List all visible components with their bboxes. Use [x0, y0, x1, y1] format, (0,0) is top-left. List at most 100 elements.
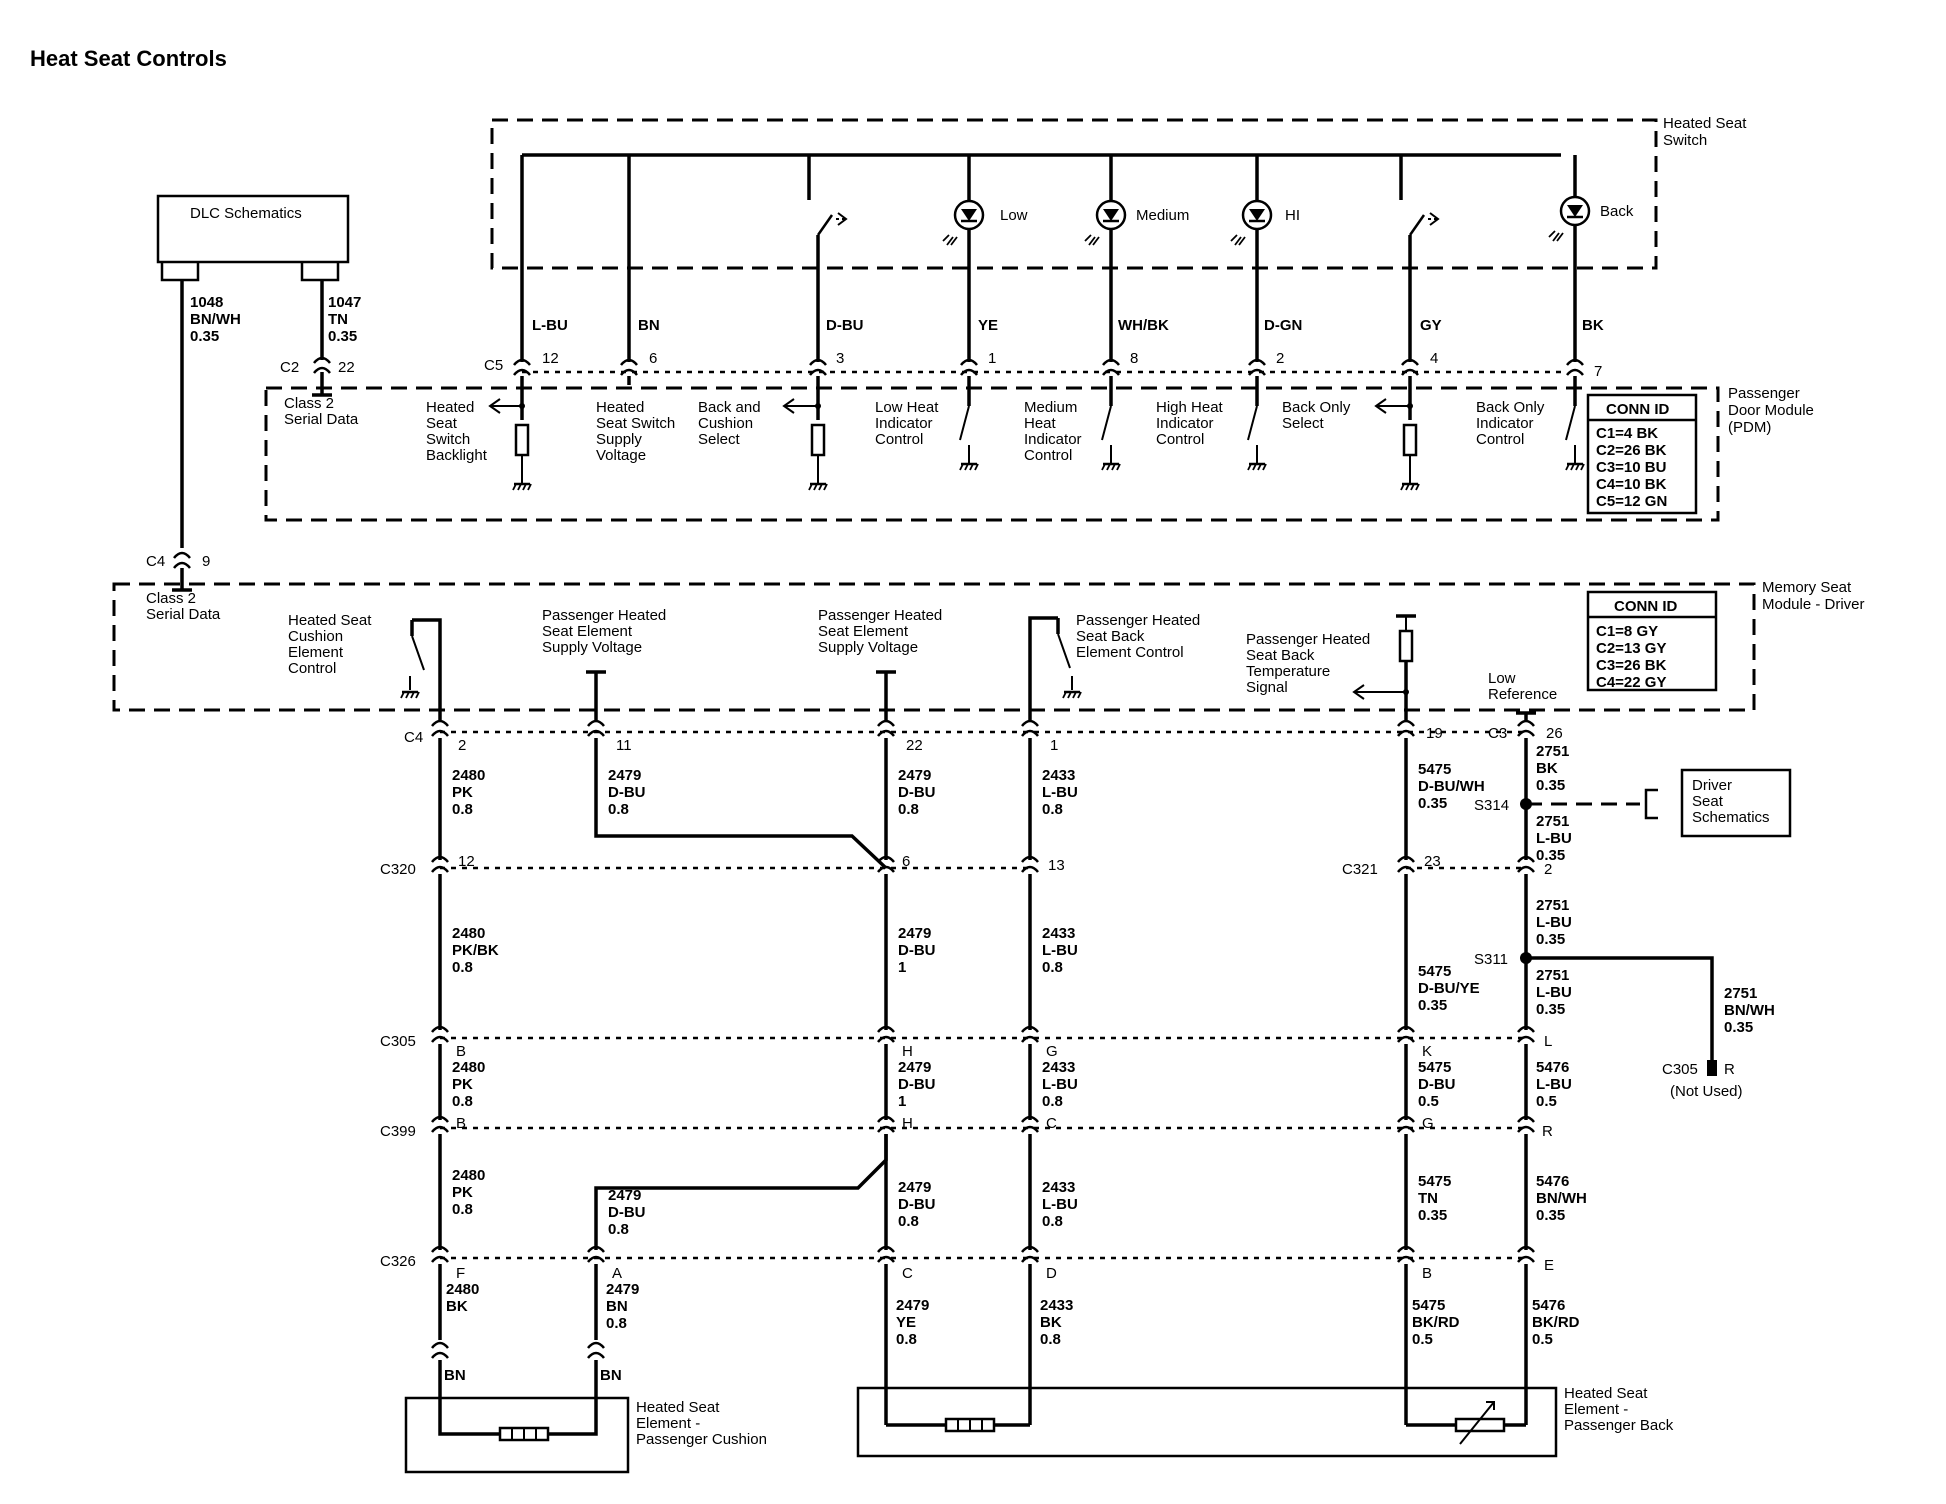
msm-title: Memory Seat Module - Driver — [1762, 579, 1865, 613]
wire-label-2480-pk-b: 2480 PK 0.8 — [452, 1059, 490, 1110]
c399-pin-h: H — [902, 1115, 913, 1132]
wire-color-wh-bk: WH/BK — [1118, 317, 1169, 334]
switch-box-title: Heated Seat Switch — [1663, 115, 1751, 149]
pin-2: 2 — [1276, 350, 1284, 367]
wire-label-2433-bk: 2433 BK 0.8 — [1040, 1297, 1078, 1348]
wire-label-2480-bk: 2480 BK — [446, 1281, 484, 1315]
c320-connector: C320 — [380, 861, 416, 878]
c326-pin-b: B — [1422, 1265, 1432, 1282]
c4-connector: C4 — [404, 729, 423, 746]
label-back-element-control: Passenger Heated Seat Back Element Contr… — [1076, 612, 1204, 661]
pdm-conn-id-list: C1=4 BK C2=26 BK C3=10 BU C4=10 BK C5=12… — [1596, 425, 1671, 510]
wire-label-2433-lbu-b: 2433 L-BU 0.8 — [1042, 925, 1082, 976]
pin-7: 7 — [1594, 363, 1602, 380]
c326-pin-e: E — [1544, 1257, 1554, 1274]
wire-color-bk: BK — [1582, 317, 1604, 334]
c320-pin-12: 12 — [458, 853, 475, 870]
wire-label-2480-pkbk: 2480 PK/BK 0.8 — [452, 925, 503, 976]
msm-conn-id-title: CONN ID — [1614, 598, 1678, 615]
c4-pin-19: 19 — [1426, 725, 1443, 742]
heated-seat-switch-box — [490, 118, 1658, 270]
back-element-box — [856, 1386, 1558, 1458]
c326-pin-f: F — [456, 1265, 465, 1282]
wire-label-5476-lbu: 5476 L-BU 0.5 — [1536, 1059, 1576, 1110]
pin-1: 1 — [988, 350, 996, 367]
driver-seat-schematics-label: Driver Seat Schematics — [1692, 777, 1770, 826]
c321-connector: C321 — [1342, 861, 1378, 878]
wire-color-d-gn: D-GN — [1264, 317, 1302, 334]
c4-pin-11: 11 — [616, 737, 632, 754]
c305-pin-h: H — [902, 1043, 913, 1060]
pdm-conn-id-box — [1586, 393, 1698, 515]
c305-pin-k: K — [1422, 1043, 1432, 1060]
c321-pin-2: 2 — [1544, 861, 1552, 878]
wire-label-2479-dbu-b: 2479 D-BU 0.8 — [898, 767, 940, 818]
label-low-reference: Low Reference — [1488, 670, 1557, 703]
c399-connector: C399 — [380, 1123, 416, 1140]
wire-label-2479-dbu-e: 2479 D-BU 0.8 — [608, 1187, 650, 1238]
label-supply-voltage-2: Passenger Heated Seat Element Supply Vol… — [818, 607, 946, 656]
wire-label-2479-ye: 2479 YE 0.8 — [896, 1297, 934, 1348]
pdm-box — [264, 386, 1720, 522]
c2-pin: 22 — [338, 359, 355, 376]
msm-conn-id-list: C1=8 GY C2=13 GY C3=26 BK C4=22 GY — [1596, 623, 1671, 691]
led-back-icon — [1547, 195, 1591, 243]
wire-color-ye: YE — [978, 317, 998, 334]
wire-label-2479-dbu-c: 2479 D-BU 1 — [898, 925, 940, 976]
c305-pin-b: B — [456, 1043, 466, 1060]
wire-label-1048: 1048 BN/WH 0.35 — [190, 294, 245, 345]
pdm-conn-id-title: CONN ID — [1606, 401, 1670, 418]
pdm-class2-label: Class 2 Serial Data — [284, 395, 359, 428]
label-back-cushion-select: Back and Cushion Select — [698, 399, 765, 448]
pin-6: 6 — [649, 350, 657, 367]
c4-top-connector: C4 — [146, 553, 165, 570]
wire-label-5475-dbuye: 5475 D-BU/YE 0.35 — [1418, 963, 1484, 1014]
c4-pin-1: 1 — [1050, 737, 1058, 754]
dlc-title: DLC Schematics — [190, 205, 302, 222]
c5-connector: C5 — [484, 357, 503, 374]
splice-s314: S314 — [1474, 797, 1509, 814]
c3-connector: C3 — [1488, 725, 1507, 742]
c399-pin-c: C — [1046, 1115, 1057, 1132]
pin-3: 3 — [836, 350, 844, 367]
wire-label-2751-lbu-c321: 2751 L-BU 0.35 — [1536, 897, 1576, 948]
c399-pin-b: B — [456, 1115, 466, 1132]
c305-pin-l: L — [1544, 1033, 1552, 1050]
pin-8: 8 — [1130, 350, 1138, 367]
c305-notused-pin: R — [1724, 1061, 1735, 1078]
led-back-label: Back — [1600, 203, 1634, 220]
wire-label-5475-bkrd: 5475 BK/RD 0.5 — [1412, 1297, 1464, 1348]
led-hi-icon — [1229, 199, 1273, 247]
wire-label-2480-pk-c: 2480 PK 0.8 — [452, 1167, 490, 1218]
wire-label-5475-tn: 5475 TN 0.35 — [1418, 1173, 1456, 1224]
c321-pin-23: 23 — [1424, 853, 1441, 870]
c320-pin-13: 13 — [1048, 857, 1065, 874]
led-low-label: Low — [1000, 207, 1028, 224]
c2-connector: C2 — [280, 359, 299, 376]
wire-label-2480-pk: 2480 PK 0.8 — [452, 767, 490, 818]
driver-seat-schematics-box[interactable] — [1680, 768, 1792, 838]
label-high-heat: High Heat Indicator Control — [1156, 399, 1227, 448]
c305-notused-connector: C305 — [1662, 1061, 1698, 1078]
dlc-schematics-box[interactable] — [156, 194, 350, 264]
back-element-label: Heated Seat Element - Passenger Back — [1564, 1385, 1674, 1434]
wire-label-2479-dbu-d: 2479 D-BU 1 — [898, 1059, 940, 1110]
c4-top-pin: 9 — [202, 553, 210, 570]
wire-label-5475-dbu: 5475 D-BU 0.5 — [1418, 1059, 1460, 1110]
c399-pin-r: R — [1542, 1123, 1553, 1140]
wire-color-l-bu: L-BU — [532, 317, 568, 334]
wire-label-2751-lbu-s311: 2751 L-BU 0.35 — [1536, 967, 1576, 1018]
wire-label-5475-dbuwh: 5475 D-BU/WH 0.35 — [1418, 761, 1489, 812]
wire-color-d-bu: D-BU — [826, 317, 864, 334]
c326-connector: C326 — [380, 1253, 416, 1270]
c326-pin-d: D — [1046, 1265, 1057, 1282]
wire-label-5476-bnwh: 5476 BN/WH 0.35 — [1536, 1173, 1591, 1224]
memory-seat-module-box — [112, 582, 1756, 712]
pdm-title: Passenger Door Module (PDM) — [1728, 385, 1818, 436]
label-low-heat: Low Heat Indicator Control — [875, 399, 943, 448]
wire-label-2433-lbu-a: 2433 L-BU 0.8 — [1042, 767, 1082, 818]
label-medium-heat: Medium Heat Indicator Control — [1024, 399, 1086, 464]
label-cushion-control: Heated Seat Cushion Element Control — [288, 612, 376, 677]
wire-color-bn: BN — [638, 317, 660, 334]
